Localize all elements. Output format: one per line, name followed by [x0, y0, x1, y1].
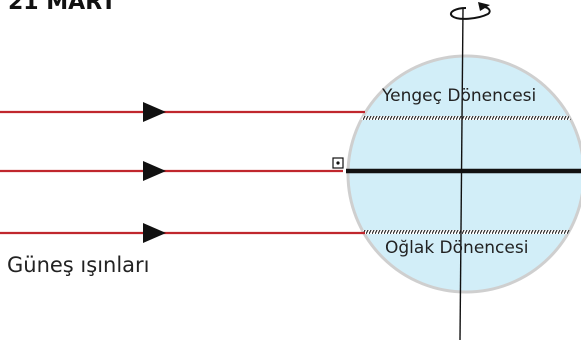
arrowhead-icon — [143, 223, 166, 243]
tropic-of-cancer-line — [348, 116, 580, 120]
sun-rays-label: Güneş ışınları — [7, 253, 150, 277]
tropic-of-capricorn-label: Oğlak Dönencesi — [385, 238, 528, 258]
rotation-arrow-icon — [450, 2, 491, 20]
page-title: 21 MART — [8, 0, 116, 15]
sun-rays — [0, 102, 365, 243]
earth-axis — [459, 8, 464, 341]
arrowhead-icon — [143, 102, 166, 122]
tropic-of-cancer-label: Yengeç Dönencesi — [381, 86, 536, 106]
tropic-of-capricorn-line — [348, 230, 580, 234]
earth — [346, 54, 581, 294]
arrowhead-icon — [143, 161, 166, 181]
right-angle-icon — [332, 157, 344, 169]
